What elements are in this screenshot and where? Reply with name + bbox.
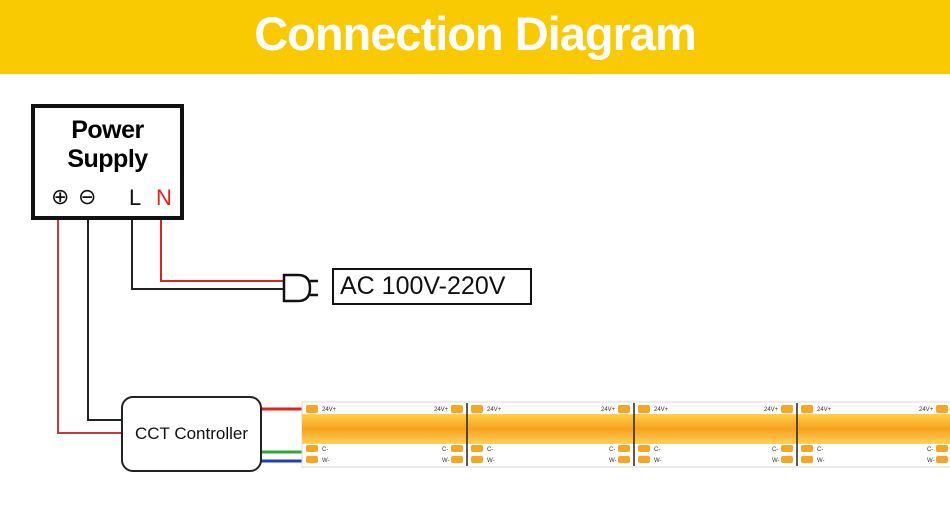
- solder-pad: [618, 405, 630, 413]
- solder-pad: [801, 445, 813, 452]
- solder-pad: [781, 445, 793, 452]
- solder-pad: [936, 405, 948, 413]
- pad-label-warm: W-: [487, 458, 495, 464]
- live-terminal-label: L: [129, 185, 142, 210]
- pad-label-positive: 24V+: [764, 407, 779, 413]
- pad-label-positive: 24V+: [487, 407, 502, 413]
- title-banner: Connection Diagram: [0, 0, 950, 74]
- solder-pad: [638, 456, 650, 463]
- pad-label-cold: C-: [927, 447, 933, 453]
- pad-label-cold: C-: [487, 447, 493, 453]
- pad-label-warm: W-: [654, 458, 662, 464]
- solder-pad: [618, 445, 630, 452]
- pad-label-warm: W-: [817, 458, 825, 464]
- cct-controller-label: CCT Controller: [134, 424, 249, 443]
- solder-pad: [451, 456, 463, 463]
- solder-pad: [801, 456, 813, 463]
- wire-live: [131, 207, 285, 290]
- ac-input-label: AC 100V-220V: [340, 272, 506, 300]
- solder-pad: [936, 456, 948, 463]
- power-supply-label: Power Supply: [67, 116, 148, 173]
- pad-label-cold: C-: [817, 447, 823, 453]
- pad-label-cold: C-: [609, 447, 615, 453]
- solder-pad: [801, 405, 813, 413]
- pad-label-positive: 24V+: [434, 407, 449, 413]
- cct-controller: CCT Controller: [121, 396, 262, 472]
- solder-pad: [618, 456, 630, 463]
- plug-icon: [282, 273, 318, 303]
- page-title: Connection Diagram: [254, 7, 697, 60]
- wire-neutral: [160, 207, 285, 282]
- power-supply: Power Supply ⊕ ⊖ L N: [31, 104, 184, 220]
- pad-label-warm: W-: [927, 458, 935, 464]
- solder-pad: [471, 405, 483, 413]
- pad-label-positive: 24V+: [601, 407, 616, 413]
- pad-label-cold: C-: [654, 447, 660, 453]
- negative-terminal-icon: ⊖: [78, 184, 97, 209]
- pad-label-positive: 24V+: [919, 407, 934, 413]
- solder-pad: [781, 405, 793, 413]
- pad-label-positive: 24V+: [817, 407, 832, 413]
- pad-label-cold: C-: [322, 447, 328, 453]
- ac-input-box: AC 100V-220V: [332, 268, 532, 305]
- solder-pad: [936, 445, 948, 452]
- pad-label-warm: W-: [322, 458, 330, 464]
- pad-label-warm: W-: [772, 458, 780, 464]
- solder-pad: [306, 456, 318, 463]
- solder-pad: [638, 405, 650, 413]
- pad-label-cold: C-: [772, 447, 778, 453]
- pad-label-warm: W-: [609, 458, 617, 464]
- solder-pad: [471, 456, 483, 463]
- solder-pad: [638, 445, 650, 452]
- solder-pad: [781, 456, 793, 463]
- wire-negative: [87, 207, 123, 421]
- neutral-terminal-label: N: [156, 185, 172, 210]
- pad-label-positive: 24V+: [654, 407, 669, 413]
- pad-label-cold: C-: [442, 447, 448, 453]
- positive-terminal-icon: ⊕: [51, 184, 70, 209]
- wire-positive: [57, 207, 123, 434]
- solder-pad: [451, 445, 463, 452]
- pad-label-positive: 24V+: [322, 407, 337, 413]
- solder-pad: [306, 405, 318, 413]
- solder-pad: [451, 405, 463, 413]
- solder-pad: [471, 445, 483, 452]
- pad-label-warm: W-: [442, 458, 450, 464]
- solder-pad: [306, 445, 318, 452]
